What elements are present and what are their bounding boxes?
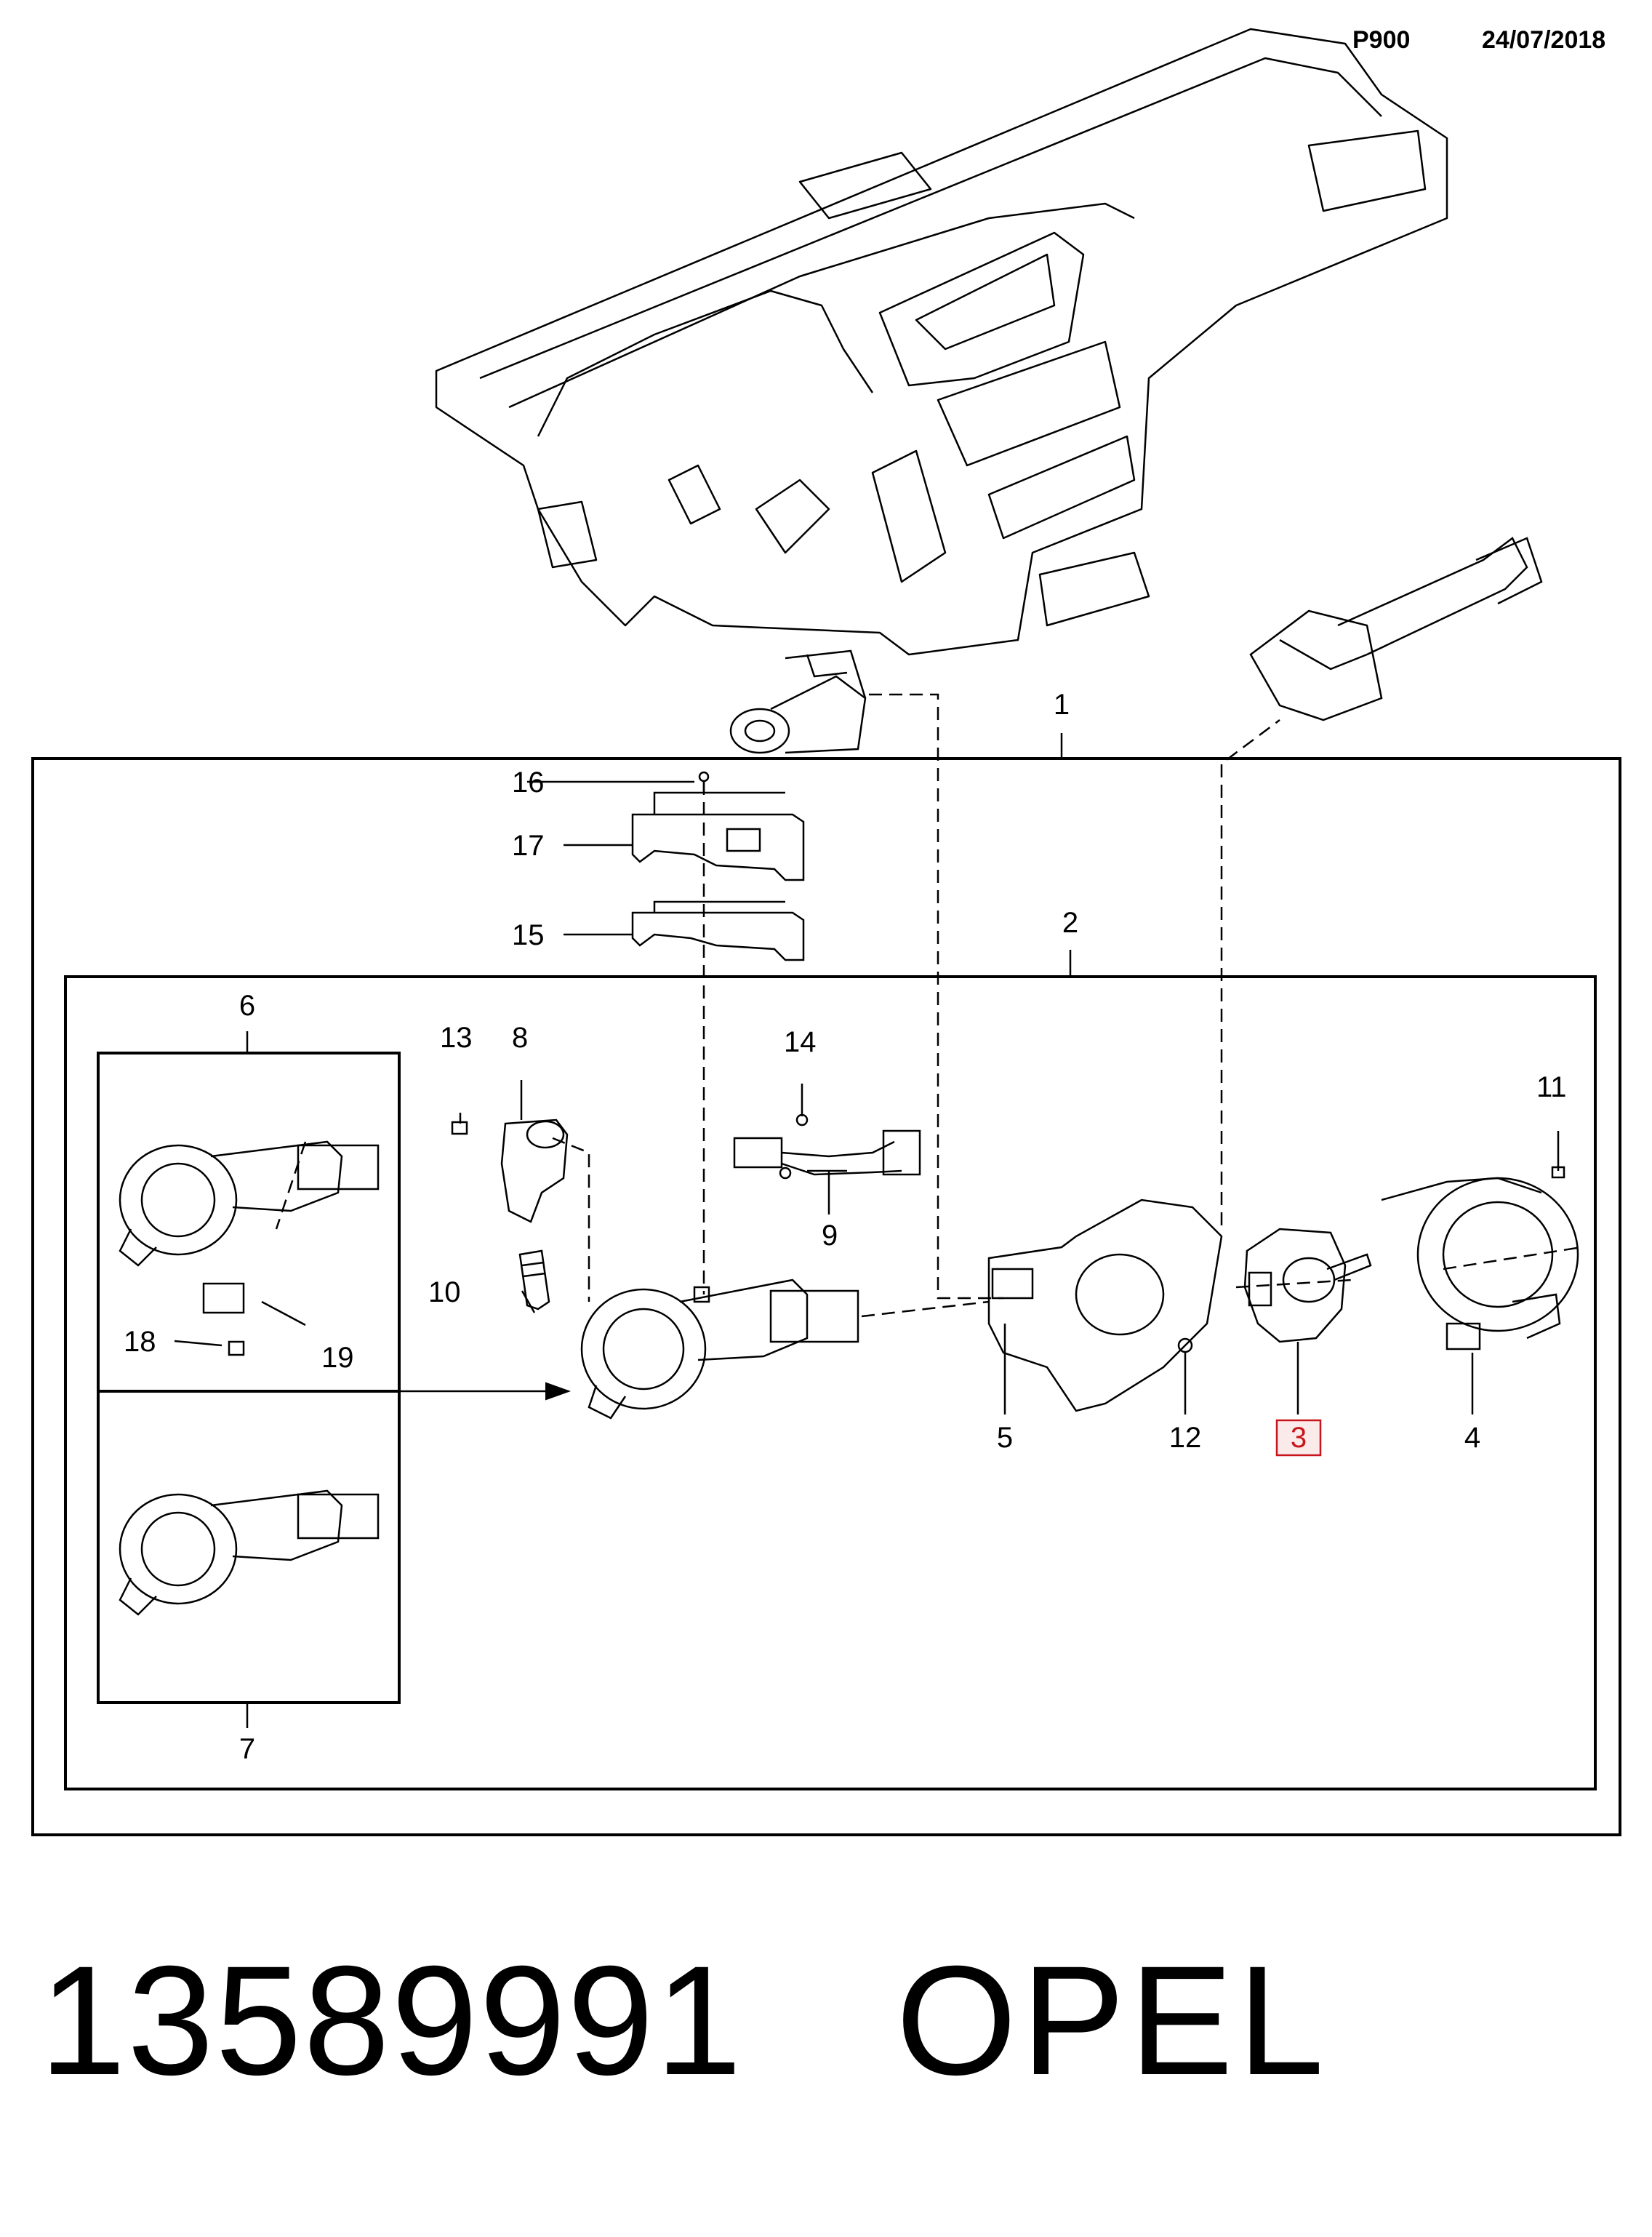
callout-4: 4 bbox=[1464, 1422, 1480, 1454]
subassembly-box-7 bbox=[97, 1390, 401, 1704]
switch-housing-7 bbox=[119, 1489, 380, 1616]
bracket-15 bbox=[631, 900, 805, 961]
center-switch-assembly bbox=[580, 1278, 859, 1420]
callout-14: 14 bbox=[784, 1026, 817, 1058]
callout-2: 2 bbox=[1062, 907, 1078, 939]
callout-11: 11 bbox=[1536, 1071, 1567, 1103]
dashed-connection-lines bbox=[275, 693, 1582, 1318]
bracket-17 bbox=[631, 791, 805, 881]
leader-lines bbox=[98, 733, 1560, 1728]
wiper-switch-illustration bbox=[1249, 537, 1543, 721]
diagram-code: P900 bbox=[1352, 26, 1411, 54]
callout-3: 3 bbox=[1291, 1422, 1307, 1454]
part-9-cable bbox=[733, 1113, 921, 1180]
part-10 bbox=[518, 1249, 550, 1310]
callout-13: 13 bbox=[440, 1022, 473, 1054]
assembly-box-2 bbox=[64, 975, 1597, 1790]
callout-7: 7 bbox=[239, 1733, 255, 1765]
part-3-steering-angle-sensor bbox=[1243, 1228, 1372, 1343]
switch-housing-6 bbox=[119, 1140, 380, 1356]
turn-signal-switch-illustration bbox=[729, 649, 867, 754]
callout-1: 1 bbox=[1054, 689, 1070, 721]
brand-name: OPEL bbox=[896, 1934, 1328, 2108]
callout-16: 16 bbox=[512, 767, 545, 799]
callout-6: 6 bbox=[239, 990, 255, 1022]
diagram-date: 24/07/2018 bbox=[1482, 26, 1606, 54]
callout-17: 17 bbox=[512, 830, 545, 862]
part-number: 13589991 bbox=[39, 1934, 744, 2108]
callout-8: 8 bbox=[512, 1022, 528, 1054]
part-5-housing bbox=[987, 1198, 1223, 1412]
dashboard-illustration bbox=[435, 28, 1448, 656]
assembly-box-1 bbox=[31, 757, 1621, 1836]
callout-5: 5 bbox=[997, 1422, 1013, 1454]
callout-3-highlight-box bbox=[1275, 1419, 1322, 1457]
part-8 bbox=[451, 1118, 569, 1223]
callout-19: 19 bbox=[321, 1342, 354, 1374]
screw-16 bbox=[698, 771, 710, 793]
callout-18: 18 bbox=[124, 1326, 156, 1358]
callout-9: 9 bbox=[822, 1220, 838, 1252]
callout-15: 15 bbox=[512, 919, 545, 951]
exploded-parts-diagram: 1 2 6 7 16 17 15 13 8 14 11 9 10 18 19 5… bbox=[31, 28, 1621, 1836]
callout-10: 10 bbox=[428, 1276, 461, 1308]
part-4-clock-spring bbox=[1381, 1166, 1579, 1350]
callout-12: 12 bbox=[1169, 1422, 1202, 1454]
